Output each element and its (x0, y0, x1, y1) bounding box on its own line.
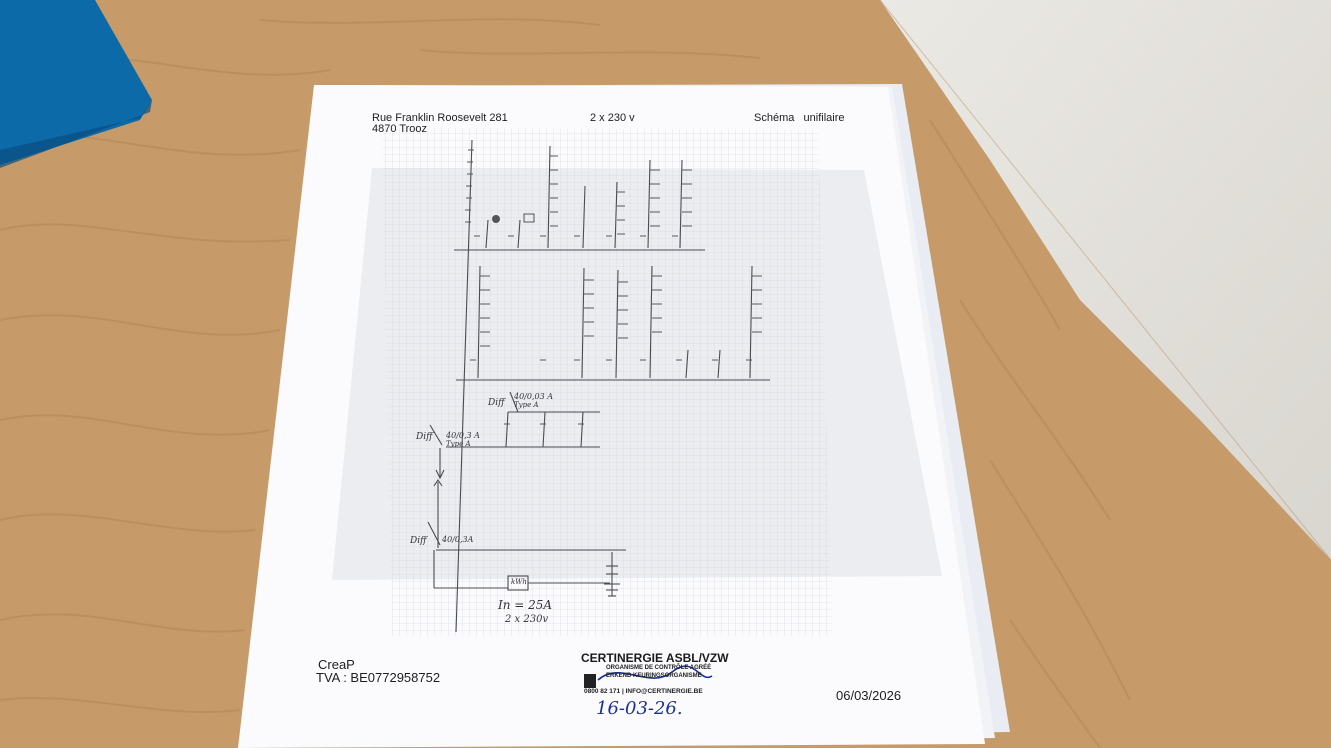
signature-scribble (597, 665, 713, 681)
diff3-rating: 40/0,3A (442, 535, 474, 544)
pencil-schematic (427, 139, 770, 633)
diff3-label: Diff (410, 536, 427, 546)
voltage-label: 2 x 230 v (590, 112, 635, 124)
diff2-type: Type A (446, 440, 471, 448)
stamp-logo (584, 674, 596, 688)
schematic-grid (382, 128, 832, 636)
wood-grain (0, 18, 1131, 748)
stamp-contact: 0800 82 171 | INFO@CERTINERGIE.BE (584, 688, 703, 695)
main-voltage: 2 x 230v (505, 614, 549, 625)
blue-folder (0, 0, 152, 165)
stamp-line-2: ERKEND KEURINGSORGANISME (606, 673, 702, 679)
main-current: In = 25A (498, 598, 553, 612)
company-name: CreaP (318, 657, 355, 672)
floor-edge (879, 0, 1331, 561)
address-line-2: 4870 Trooz (372, 123, 428, 135)
diff1-type: Type A (514, 401, 539, 409)
schema-title: Schéma unifilaire (754, 112, 845, 124)
stamp-line-1: ORGANISME DE CONTRÔLE AGRÉÉ (606, 665, 712, 671)
stamp-org-name: CERTINERGIE ASBL/VZW (581, 651, 729, 665)
diff1-rating: 40/0,03 A (514, 392, 554, 401)
meter-label: kWh (511, 578, 527, 586)
address-line-1: Rue Franklin Roosevelt 281 (372, 112, 508, 124)
diff1-label: Diff (488, 398, 505, 408)
vat-number: TVA : BE0772958752 (316, 670, 441, 685)
document-date: 06/03/2026 (836, 688, 902, 703)
diff2-label: Diff (416, 432, 433, 442)
handwritten-date: 16-03-26. (596, 698, 683, 719)
diff2-rating: 40/0,3 A (446, 431, 480, 440)
circuit-symbols (465, 149, 762, 425)
